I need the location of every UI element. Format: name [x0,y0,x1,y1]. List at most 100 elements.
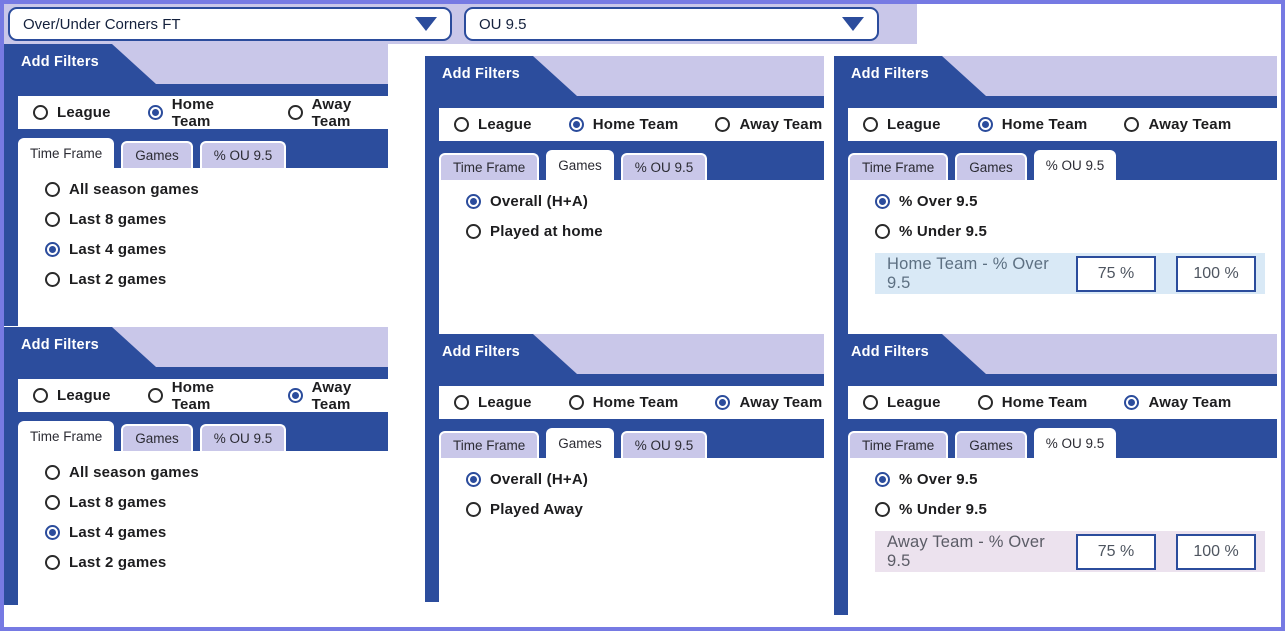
filter-panel-home-ou: Add Filters League Home Team Away Team T… [834,56,1277,334]
market-dropdown[interactable]: Over/Under Corners FT [8,7,452,41]
scope-radio-bar: League Home Team Away Team [18,96,388,130]
tab-games[interactable]: Games [955,431,1027,458]
panel-options: All season games Last 8 games Last 4 gam… [4,451,388,571]
radio-away-team[interactable]: Away Team [287,96,388,130]
option-label: Last 4 games [69,524,167,541]
option-label: Played Away [490,501,584,518]
option-all-season-games[interactable]: All season games [45,181,376,198]
panel-left-bar [4,327,18,605]
option-overall[interactable]: Overall (H+A) [466,471,812,488]
option-played-away[interactable]: Played Away [466,501,812,518]
tab-ou[interactable]: % OU 9.5 [1033,150,1117,180]
radio-selected-icon [45,242,60,257]
filter-panel-away-games: Add Filters League Home Team Away Team T… [425,334,824,624]
line-dropdown[interactable]: OU 9.5 [464,7,879,41]
radio-icon [454,117,469,132]
panel-blue-body: League Home Team Away Team Time Frame Ga… [4,367,388,451]
radio-league[interactable]: League [454,394,532,411]
range-max-input[interactable] [1176,255,1256,292]
option-last-8-games[interactable]: Last 8 games [45,494,376,511]
option-all-season-games[interactable]: All season games [45,464,376,481]
panel-header: Add Filters [4,327,388,367]
option-percent-under[interactable]: % Under 9.5 [875,223,1265,240]
range-min-input[interactable] [1076,533,1156,570]
radio-selected-icon [875,194,890,209]
tab-time-frame[interactable]: Time Frame [439,153,540,180]
radio-label: Home Team [592,116,679,133]
tab-games[interactable]: Games [955,153,1027,180]
option-percent-over[interactable]: % Over 9.5 [875,193,1265,210]
radio-away-team[interactable]: Away Team [715,394,822,411]
option-last-2-games[interactable]: Last 2 games [45,271,376,288]
tab-ou[interactable]: % OU 9.5 [620,153,708,180]
radio-away-team[interactable]: Away Team [1124,394,1231,411]
panel-header: Add Filters [425,56,824,96]
tab-games[interactable]: Games [546,428,614,458]
radio-home-team[interactable]: Home Team [147,379,251,413]
tab-time-frame[interactable]: Time Frame [848,153,949,180]
tab-time-frame[interactable]: Time Frame [18,421,115,451]
add-filters-label: Add Filters [851,66,929,82]
panel-left-bar [425,56,439,334]
radio-icon [1124,117,1140,132]
range-label: Home Team - % Over 9.5 [887,254,1049,292]
tab-ou[interactable]: % OU 9.5 [1033,428,1117,458]
add-filters-label: Add Filters [851,344,929,360]
option-overall[interactable]: Overall (H+A) [466,193,812,210]
tab-games[interactable]: Games [546,150,614,180]
option-played-at-home[interactable]: Played at home [466,223,812,240]
tab-time-frame[interactable]: Time Frame [848,431,949,458]
radio-league[interactable]: League [33,387,111,404]
option-label: Last 2 games [69,271,167,288]
radio-league[interactable]: League [863,116,941,133]
radio-icon [147,388,163,403]
radio-home-team[interactable]: Home Team [977,116,1088,133]
option-percent-over[interactable]: % Over 9.5 [875,471,1265,488]
radio-home-team[interactable]: Home Team [147,96,251,130]
tab-ou[interactable]: % OU 9.5 [199,141,287,168]
radio-away-team[interactable]: Away Team [715,116,822,133]
scope-radio-bar: League Home Team Away Team [439,108,824,141]
radio-league[interactable]: League [863,394,941,411]
panel-blue-body: League Home Team Away Team Time Frame Ga… [4,84,388,168]
option-percent-under[interactable]: % Under 9.5 [875,501,1265,518]
radio-icon [33,105,48,120]
radio-league[interactable]: League [33,104,111,121]
option-last-2-games[interactable]: Last 2 games [45,554,376,571]
option-label: All season games [69,464,199,481]
radio-icon [45,465,60,480]
radio-home-team[interactable]: Home Team [977,394,1088,411]
radio-away-team[interactable]: Away Team [287,379,388,413]
tab-time-frame[interactable]: Time Frame [18,138,115,168]
panel-tabs: Time Frame Games % OU 9.5 [18,129,388,168]
radio-home-team[interactable]: Home Team [568,394,679,411]
radio-home-team[interactable]: Home Team [568,116,679,133]
tab-ou[interactable]: % OU 9.5 [620,431,708,458]
radio-icon [45,555,60,570]
radio-selected-icon [147,105,163,120]
radio-icon [875,224,890,239]
line-dropdown-value: OU 9.5 [479,15,527,33]
scope-radio-bar: League Home Team Away Team [18,379,388,413]
tab-time-frame[interactable]: Time Frame [439,431,540,458]
panel-blue-body: League Home Team Away Team Time Frame Ga… [425,374,824,458]
radio-league[interactable]: League [454,116,532,133]
tab-ou[interactable]: % OU 9.5 [199,424,287,451]
option-last-8-games[interactable]: Last 8 games [45,211,376,228]
radio-selected-icon [1124,395,1140,410]
option-label: Overall (H+A) [490,471,589,488]
radio-icon [863,117,878,132]
option-last-4-games[interactable]: Last 4 games [45,241,376,258]
panel-options: All season games Last 8 games Last 4 gam… [4,168,388,288]
range-max-input[interactable] [1176,533,1256,570]
radio-away-team[interactable]: Away Team [1124,116,1231,133]
scope-radio-bar: League Home Team Away Team [439,386,824,419]
range-min-input[interactable] [1076,255,1156,292]
option-label: % Over 9.5 [899,193,978,210]
radio-label: League [887,394,941,411]
tab-games[interactable]: Games [121,141,193,168]
option-last-4-games[interactable]: Last 4 games [45,524,376,541]
tab-games[interactable]: Games [121,424,193,451]
radio-icon [715,117,731,132]
filter-panel-away-ou: Add Filters League Home Team Away Team T… [834,334,1277,615]
